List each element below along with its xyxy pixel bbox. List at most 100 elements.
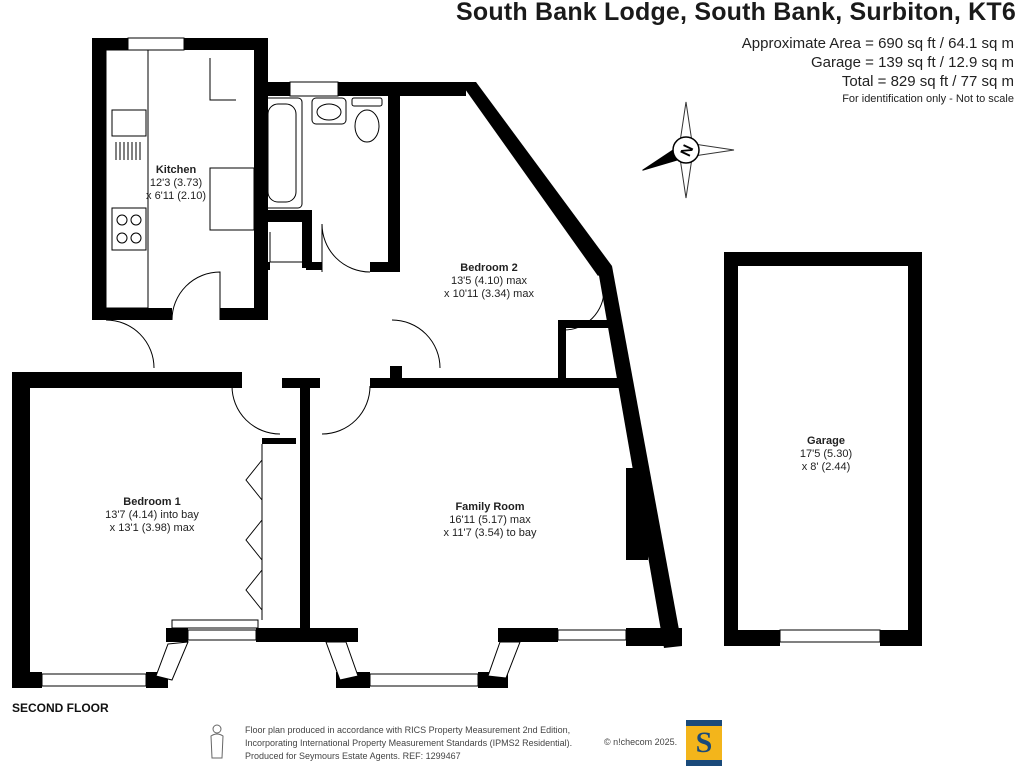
room-name: Family Room [455, 501, 525, 513]
bed1-bottom-left [12, 672, 42, 688]
room-dimension: 12'3 (3.73) [149, 177, 203, 189]
room-dimension: x 13'1 (3.98) max [109, 522, 195, 534]
bed2-left-wall [388, 82, 400, 272]
basin [311, 97, 347, 125]
kitchen-door [171, 271, 221, 321]
cupboard-stub [254, 262, 270, 270]
hall-stub [306, 262, 322, 270]
wc [354, 109, 380, 143]
bed1-bottom-right [256, 628, 310, 642]
family-window [369, 673, 479, 687]
bathroom-window [289, 81, 339, 97]
family-bottom-left [306, 628, 358, 642]
room-garage: Garage 17'5 (5.30) x 8' (2.44) [800, 435, 852, 474]
kitchen-bottom-wall-right [220, 308, 268, 320]
room-dimension: x 6'11 (2.10) [146, 190, 206, 202]
wardrobe [171, 444, 263, 629]
bed1-bay-top [166, 628, 188, 642]
bed1-bay-side-window [155, 641, 189, 681]
wc-cistern [351, 97, 383, 107]
logo-letter: S [686, 726, 722, 760]
walls [12, 38, 922, 688]
bed2-cupboard-side [558, 320, 566, 382]
room-bedroom-1: Bedroom 1 13'7 (4.14) into bay x 13'1 (3… [105, 496, 199, 535]
entry-door [105, 319, 155, 369]
wardrobe-top [262, 438, 296, 444]
family-bay-side-window-left [325, 641, 359, 681]
footer-notes: Floor plan produced in accordance with R… [245, 724, 572, 763]
fixtures [105, 49, 383, 309]
room-dimension: x 11'7 (3.54) to bay [443, 527, 537, 539]
family-bay-side-window-right [487, 641, 521, 679]
agent-logo: S [686, 720, 722, 766]
kitchen-window [127, 37, 185, 51]
bed1-door [231, 385, 281, 435]
kitchen-worktop [105, 49, 149, 309]
family-chimney-breast [626, 468, 648, 560]
family-bottom-mid [498, 628, 558, 642]
bed1-top-wall [12, 372, 242, 388]
footer-line: Floor plan produced in accordance with R… [245, 725, 571, 735]
family-right-wall [598, 266, 682, 648]
kitchen-bottom-wall-left [92, 308, 172, 320]
footer-line: Produced for Seymours Estate Agents. REF… [245, 751, 461, 761]
bath [261, 97, 303, 209]
garage-area: Garage = 139 sq ft / 12.9 sq m [810, 54, 1014, 71]
bathroom-bottom-wall [254, 210, 306, 222]
room-kitchen: Kitchen 12'3 (3.73) x 6'11 (2.10) [146, 164, 206, 203]
room-dimension: 13'5 (4.10) max [450, 275, 528, 287]
kitchen-right-wall [254, 38, 268, 320]
bed2-bottom-stub [390, 366, 402, 380]
total-area: Total = 829 sq ft / 77 sq m [841, 73, 1014, 90]
bed1-right-wall [300, 386, 310, 642]
kitchen-left-wall [92, 38, 106, 320]
room-dimension: 17'5 (5.30) [799, 448, 853, 460]
family-side-window [557, 629, 627, 641]
garage-right-wall [908, 252, 922, 646]
garage-left-wall [724, 252, 738, 646]
bed2-stub [370, 262, 392, 272]
family-bottom-right [626, 628, 682, 646]
property-title: South Bank Lodge, South Bank, Surbiton, … [456, 0, 1016, 26]
kitchen-sink [111, 109, 147, 137]
room-dimension: x 10'11 (3.34) max [444, 288, 534, 300]
family-door [321, 385, 371, 435]
garage-bottom-right [880, 630, 922, 646]
cupboard-wall [302, 210, 312, 268]
room-name: Garage [807, 435, 845, 447]
room-dimension: 13'7 (4.14) into bay [105, 509, 199, 521]
garage-door [779, 629, 881, 643]
room-name: Bedroom 2 [460, 262, 518, 274]
kitchen-appliance [209, 167, 255, 231]
compass-rose: N [642, 101, 735, 199]
room-name: Kitchen [155, 164, 197, 176]
room-name: Bedroom 1 [123, 496, 181, 508]
garage-top-wall [724, 252, 922, 266]
bed2-cupboard-door [563, 289, 605, 331]
copyright-credit: © n!checom 2025. [604, 737, 678, 747]
kitchen-hob [111, 207, 147, 251]
bed2-diagonal-wall [460, 82, 612, 276]
room-dimension: 16'11 (5.17) max [449, 514, 531, 526]
cupboard-door [269, 232, 302, 263]
room-dimension: x 8' (2.44) [801, 461, 851, 473]
hall-mid-stub [282, 378, 320, 388]
area-summary: Approximate Area = 690 sq ft / 64.1 sq m… [742, 34, 1014, 107]
room-family-room: Family Room 16'11 (5.17) max x 11'7 (3.5… [443, 501, 536, 540]
bathroom-door [321, 223, 371, 273]
footer-line: Incorporating International Property Mea… [245, 738, 573, 748]
family-top-wall [370, 378, 632, 388]
windows [41, 37, 881, 687]
kitchen-cupboard [209, 58, 236, 101]
bed1-window [41, 673, 147, 687]
doors [105, 58, 605, 435]
bed1-bay-window [187, 629, 257, 641]
bed1-left-wall [12, 372, 30, 688]
approximate-area: Approximate Area = 690 sq ft / 64.1 sq m [741, 35, 1014, 52]
room-bedroom-2: Bedroom 2 13'5 (4.10) max x 10'11 (3.34)… [444, 262, 534, 301]
bed2-top-wall [390, 82, 466, 96]
floor-label: SECOND FLOOR [12, 701, 109, 715]
garage-bottom-left [724, 630, 780, 646]
person-icon [210, 724, 224, 759]
